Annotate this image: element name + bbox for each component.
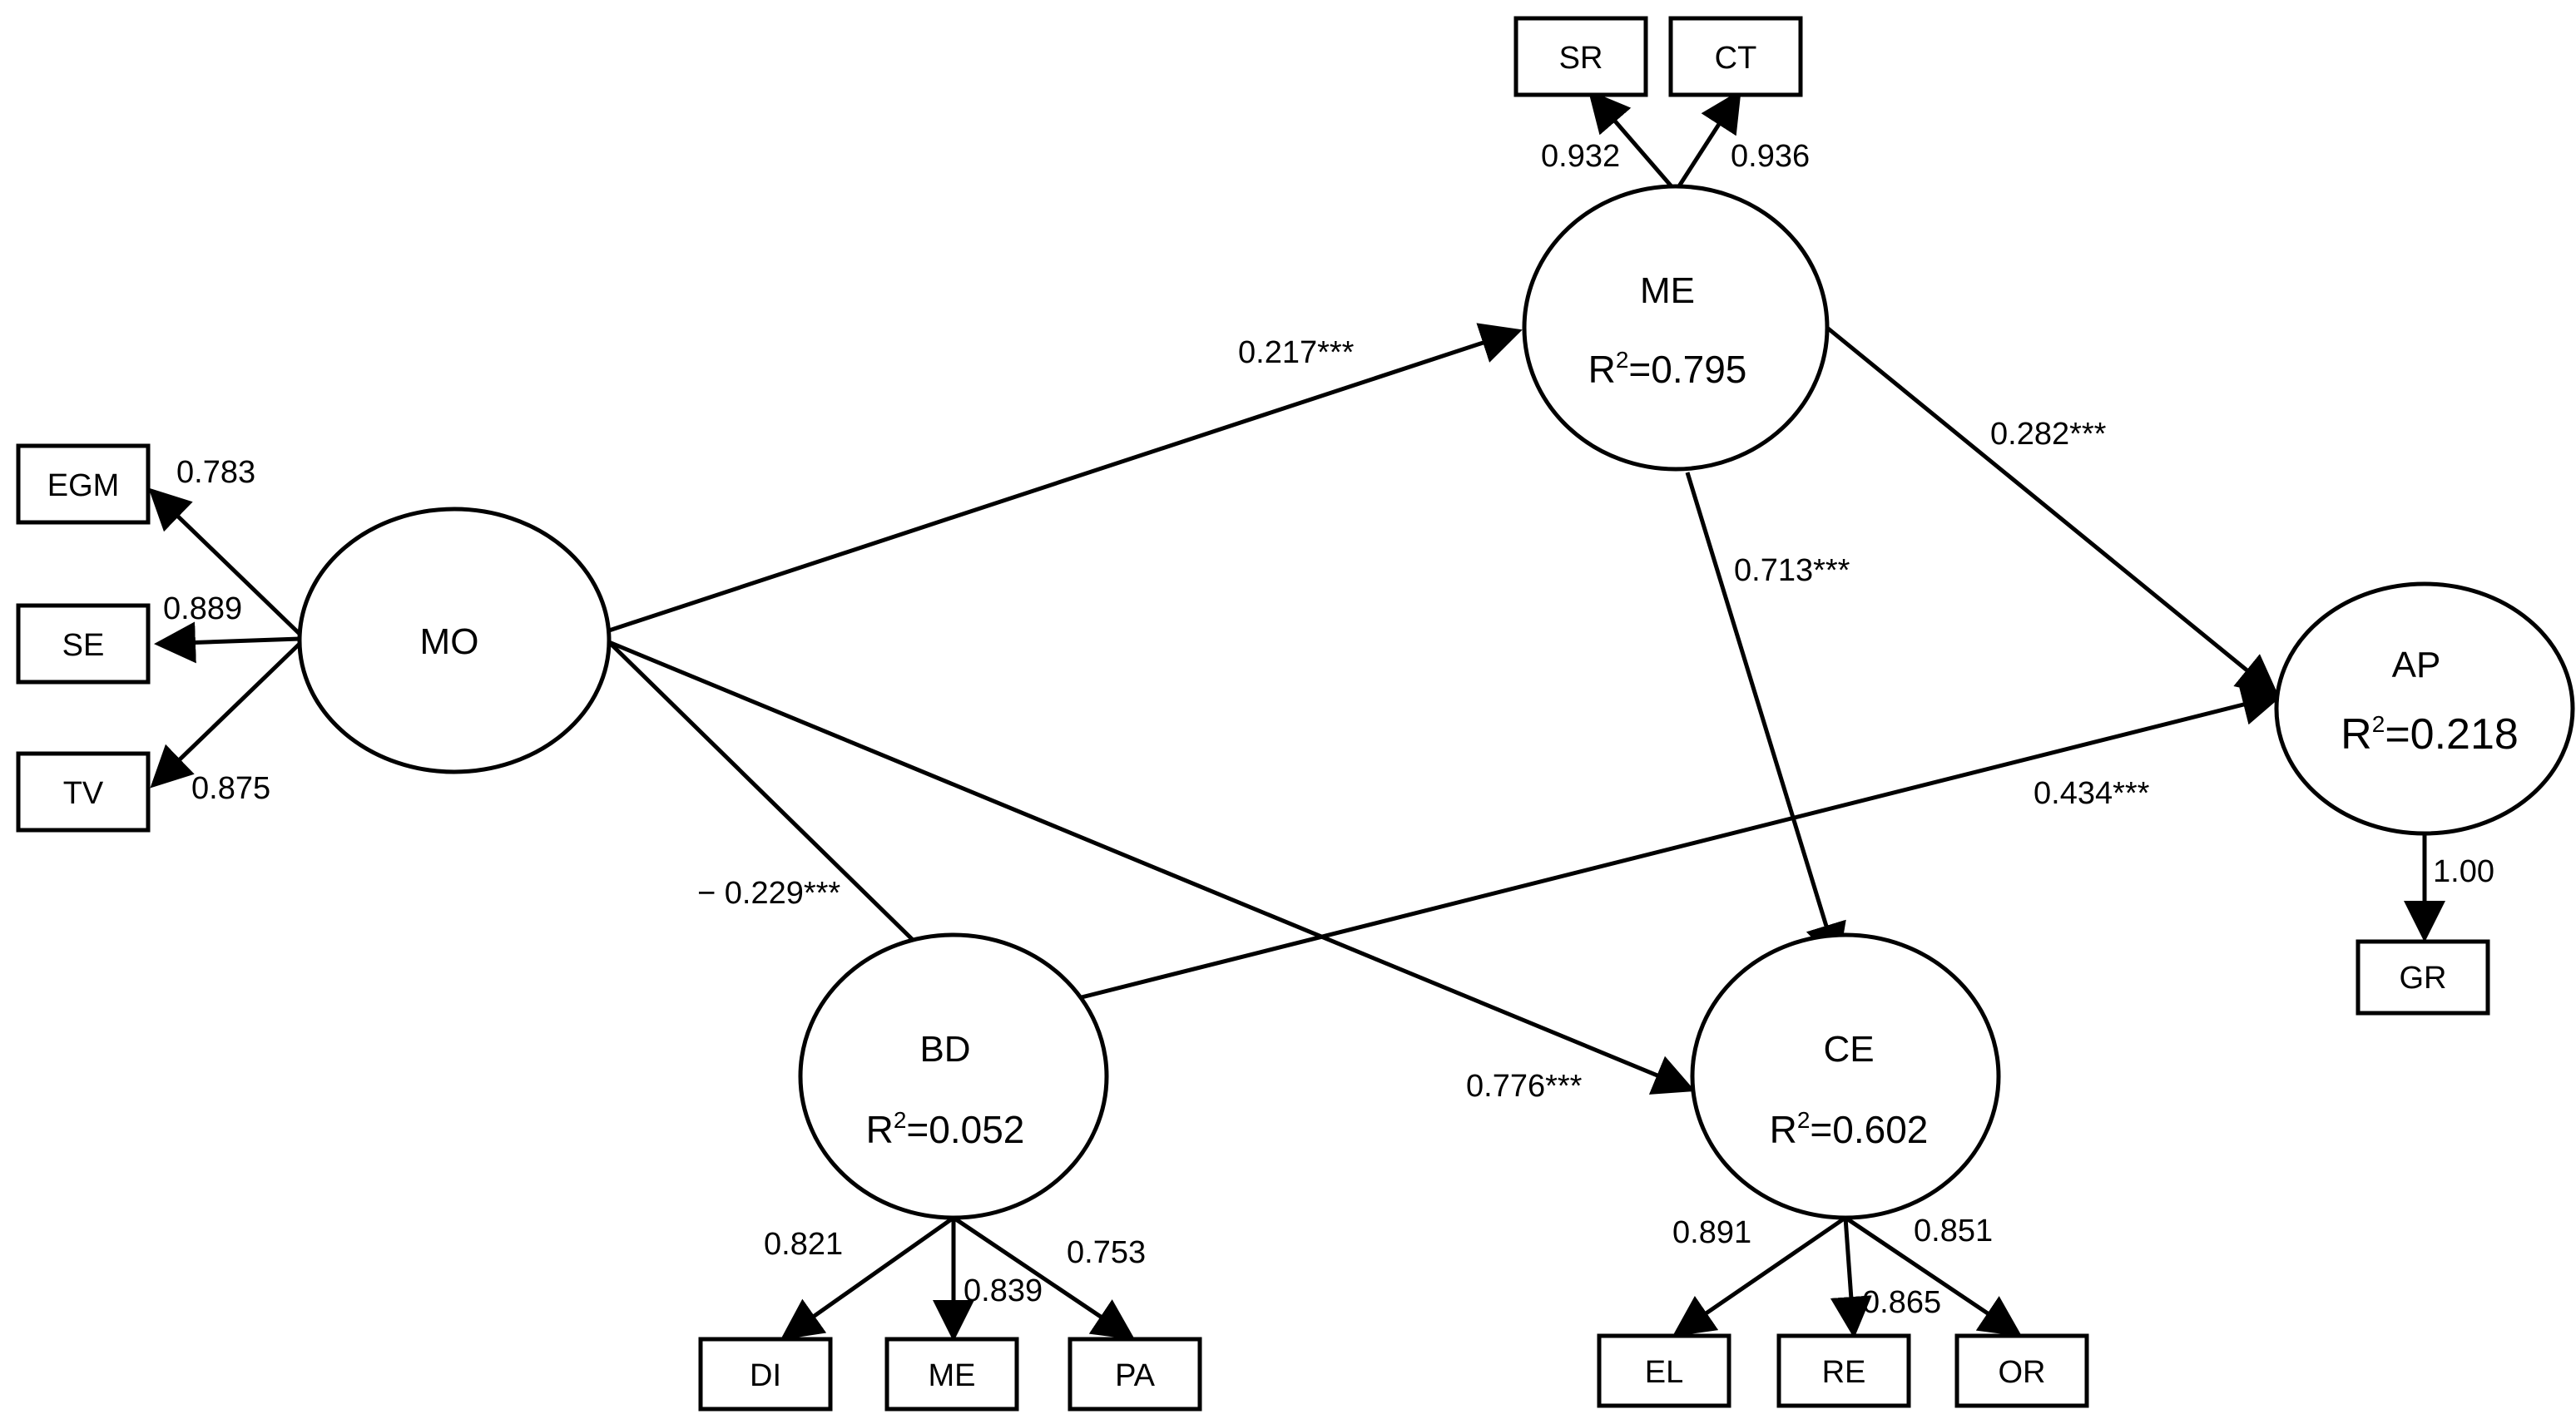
construct-ap-r2: R2=0.218	[2341, 710, 2519, 759]
construct-mo: MO	[297, 507, 612, 774]
loading-edge-or	[1844, 1215, 2023, 1337]
indicator-re-label: RE	[1822, 1355, 1866, 1390]
indicator-ct: CT	[1668, 16, 1803, 97]
loading-edge-ct	[1673, 89, 1741, 193]
indicator-sr: SR	[1513, 16, 1648, 97]
path-coef-mo-bd: − 0.229***	[697, 876, 840, 911]
path-mo-bd	[607, 640, 955, 981]
path-coef-me-ap: 0.282***	[1990, 417, 2107, 452]
loading-gr: 1.00	[2433, 854, 2494, 889]
indicator-or: OR	[1954, 1333, 2089, 1408]
construct-ce-r2: R2=0.602	[1770, 1107, 1929, 1151]
indicator-sr-label: SR	[1559, 41, 1603, 76]
construct-ap-label: AP	[2392, 645, 2441, 685]
loading-edge-tv	[150, 642, 301, 789]
construct-bd-r2: R2=0.052	[866, 1107, 1025, 1151]
indicator-el: EL	[1597, 1333, 1731, 1408]
loading-edge-re	[1830, 1217, 1872, 1338]
indicator-me2: ME	[884, 1337, 1019, 1412]
indicator-se-label: SE	[62, 628, 105, 663]
loading-egm: 0.783	[176, 455, 255, 490]
loading-edge-el	[1672, 1215, 1847, 1337]
indicator-gr-label: GR	[2400, 961, 2447, 996]
indicator-egm-label: EGM	[47, 468, 120, 503]
loading-or: 0.851	[1914, 1214, 1993, 1248]
path-me-ce	[1685, 472, 1846, 966]
loading-pa: 0.753	[1067, 1235, 1146, 1270]
path-coef-me-ce: 0.713***	[1734, 553, 1850, 588]
path-me-ap	[1825, 326, 2279, 697]
path-bd-ap	[1064, 684, 2284, 1004]
indicator-pa-label: PA	[1115, 1358, 1156, 1393]
construct-ce-label: CE	[1823, 1029, 1874, 1070]
construct-ap: AP R2=0.218	[2274, 581, 2575, 836]
indicator-tv: TV	[16, 751, 151, 833]
loading-edge-egm	[148, 487, 301, 635]
indicator-di: DI	[698, 1337, 833, 1412]
indicator-me2-label: ME	[929, 1358, 976, 1393]
path-mo-me	[608, 323, 1523, 633]
construct-me: ME R2=0.795	[1522, 184, 1830, 472]
path-coef-mo-ce: 0.776***	[1466, 1069, 1583, 1104]
loading-di: 0.821	[764, 1227, 843, 1262]
loading-se: 0.889	[163, 591, 242, 626]
loading-el: 0.891	[1672, 1215, 1751, 1250]
loading-edge-pa	[952, 1215, 1136, 1340]
indicator-pa: PA	[1068, 1337, 1202, 1412]
loading-edge-di	[780, 1215, 955, 1340]
construct-bd-label: BD	[919, 1029, 970, 1070]
loading-tv: 0.875	[191, 771, 270, 806]
construct-me-r2: R2=0.795	[1588, 347, 1747, 391]
indicator-di-label: DI	[750, 1358, 781, 1393]
loading-edge-se	[154, 621, 300, 664]
indicator-re: RE	[1776, 1333, 1911, 1408]
path-mo-ce	[608, 640, 1696, 1095]
indicator-or-label: OR	[1999, 1355, 2046, 1390]
construct-ce: CE R2=0.602	[1690, 932, 2001, 1220]
path-coef-bd-ap: 0.434***	[2034, 776, 2150, 811]
construct-me-label: ME	[1640, 270, 1695, 311]
indicator-el-label: EL	[1645, 1355, 1683, 1390]
indicator-ct-label: CT	[1715, 41, 1757, 76]
indicator-gr: GR	[2356, 939, 2490, 1016]
construct-bd: BD R2=0.052	[798, 932, 1109, 1220]
path-coef-mo-me: 0.217***	[1238, 335, 1355, 370]
loading-me2: 0.839	[964, 1273, 1043, 1308]
loading-re: 0.865	[1862, 1285, 1941, 1320]
indicator-egm: EGM	[16, 443, 151, 525]
indicator-se: SE	[16, 603, 151, 685]
loading-ct: 0.936	[1731, 139, 1810, 174]
indicator-tv-label: TV	[63, 776, 104, 811]
loading-edge-sr	[1588, 90, 1677, 193]
loading-sr: 0.932	[1541, 139, 1620, 174]
construct-mo-label: MO	[420, 621, 479, 662]
